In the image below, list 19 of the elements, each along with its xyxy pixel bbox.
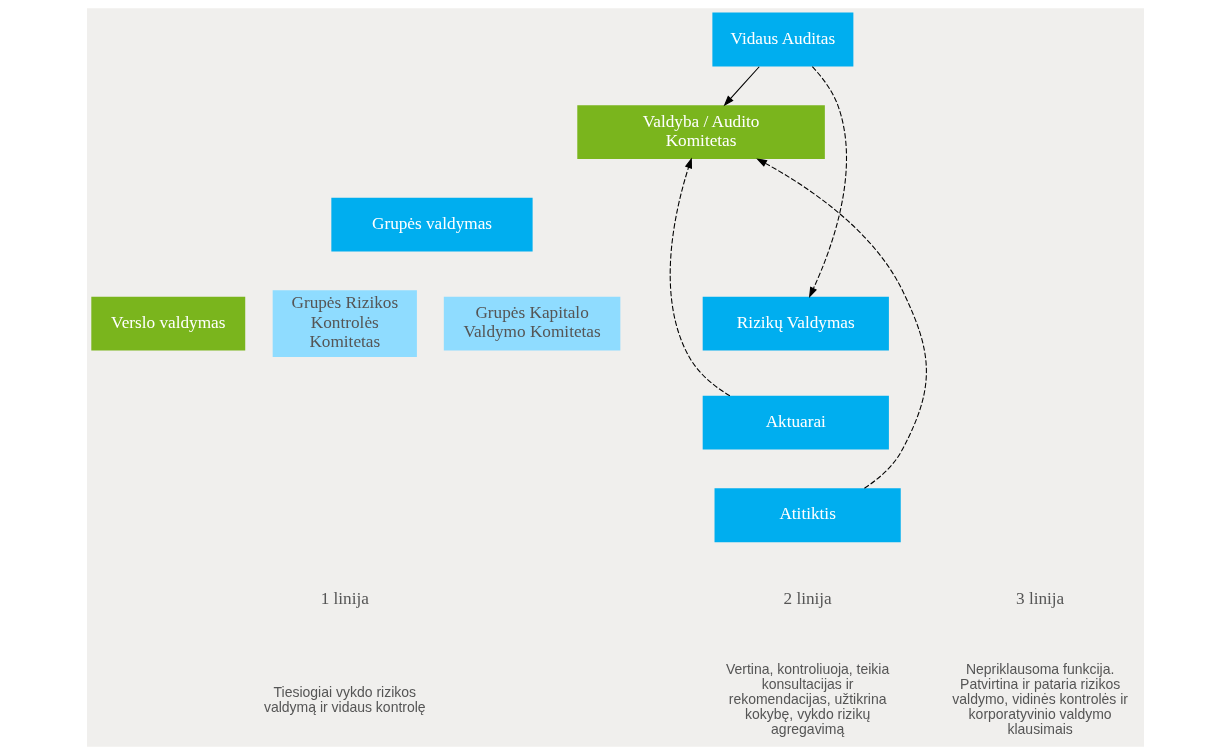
label: 3 linija xyxy=(1015,589,1064,609)
label: 2 linija xyxy=(782,589,832,609)
label: Nepriklausoma funkcija. Patvirtina ir pataria rizikos valdymo, vidinės kontrolės ir korporatyvinio valdymo klausimais xyxy=(951,660,1128,738)
arrow xyxy=(808,66,847,298)
arrow xyxy=(723,66,760,107)
node-box: Valdyba / Audito Komitetas xyxy=(576,105,825,159)
node-box: Aktuarai xyxy=(702,395,889,450)
arrow xyxy=(669,157,730,397)
node-box: Verslo valdymas xyxy=(90,296,245,351)
node-box: Grupės Kapitalo Valdymo Komitetas xyxy=(443,296,620,351)
arrow xyxy=(755,158,927,489)
node-box: Rizikų Valdymas xyxy=(702,296,889,351)
node-box: Vidaus Auditas xyxy=(711,12,853,67)
node-box: Atitiktis xyxy=(714,488,901,543)
label: 1 linija xyxy=(320,589,369,609)
node-box: Grupės valdymas xyxy=(330,197,533,252)
label: Vertina, kontroliuoja, teikia konsultacijas ir rekomendacijas, užtikrina kokybę, vykdo rizikų agregavimą xyxy=(725,660,889,738)
label: Tiesiogiai vykdo rizikos valdymą ir vidaus kontrolę xyxy=(263,683,426,715)
node-box: Grupės Rizikos Kontrolės Komitetas xyxy=(272,290,417,358)
